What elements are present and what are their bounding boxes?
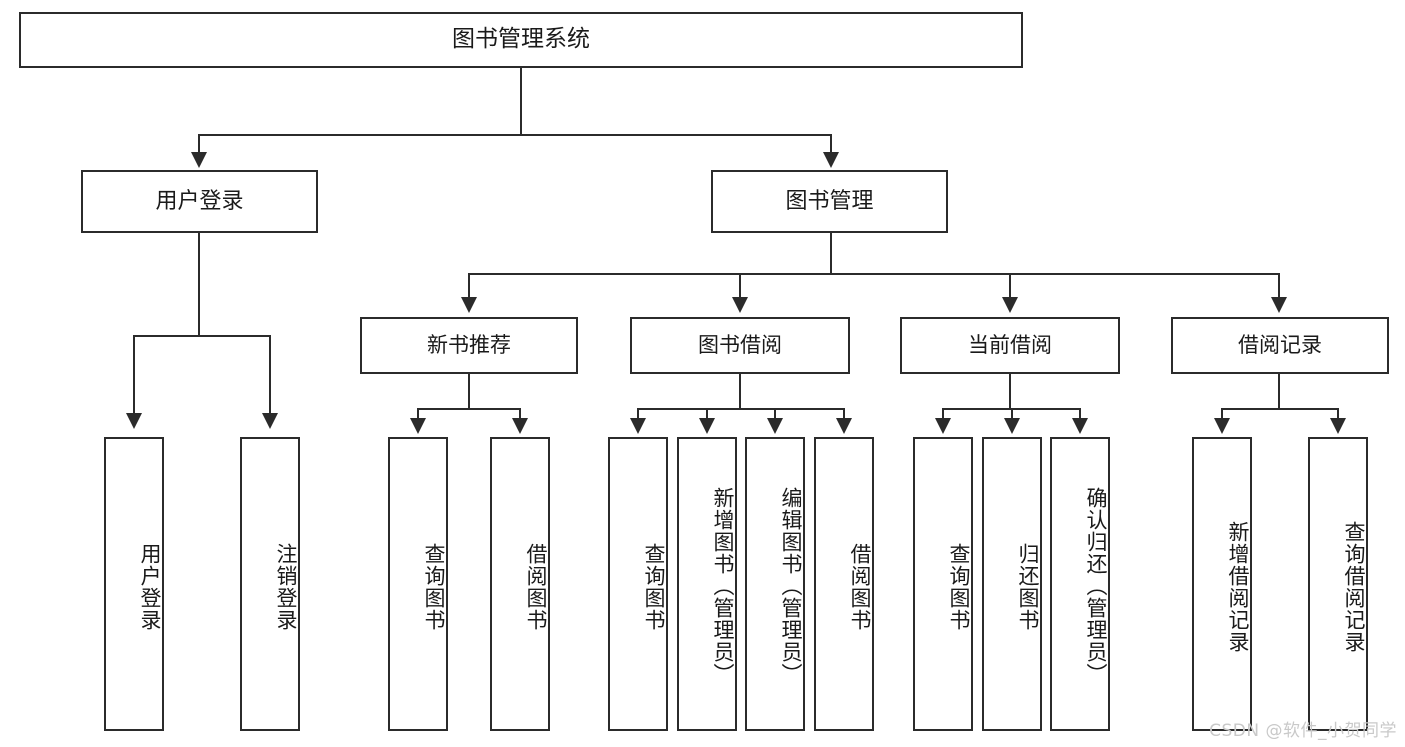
arrowhead-book-borrow-leaf-4	[836, 418, 852, 434]
arrowhead-bm-current-borrow	[1002, 297, 1018, 313]
node-label: 编辑图书（管理员）	[779, 487, 803, 685]
connector-new-book-leaf-1	[417, 408, 419, 420]
arrowhead-user-login-leaf-2	[262, 413, 278, 429]
leaf-book-borrow-query-book[interactable]: 查询图书	[608, 437, 668, 731]
node-user-login[interactable]: 用户登录	[81, 170, 318, 233]
node-current-borrow[interactable]: 当前借阅	[900, 317, 1120, 374]
node-new-book-recommend[interactable]: 新书推荐	[360, 317, 578, 374]
connector-user-login-bus	[133, 335, 271, 337]
connector-book-borrow-leaf-2	[706, 408, 708, 420]
connector-book-borrow-leaf-4	[843, 408, 845, 420]
arrowhead-bm-new-book	[461, 297, 477, 313]
connector-root-stem	[520, 68, 522, 134]
node-label: 新书推荐	[427, 333, 511, 358]
node-label: 借阅记录	[1238, 333, 1322, 358]
connector-current-borrow-leaf-1	[942, 408, 944, 420]
arrowhead-book-borrow-leaf-1	[630, 418, 646, 434]
connector-bm-to-current-borrow	[1009, 273, 1011, 299]
arrowhead-root-to-user-login	[191, 152, 207, 168]
node-label: 新增借阅记录	[1226, 521, 1250, 653]
leaf-current-borrow-query-book[interactable]: 查询图书	[913, 437, 973, 731]
leaf-book-borrow-edit-book-admin[interactable]: 编辑图书（管理员）	[745, 437, 805, 731]
arrowhead-book-borrow-leaf-2	[699, 418, 715, 434]
arrowhead-borrow-record-leaf-2	[1330, 418, 1346, 434]
connector-root-to-user-login	[198, 134, 200, 156]
connector-book-borrow-leaf-3	[774, 408, 776, 420]
connector-current-borrow-leaf-3	[1079, 408, 1081, 420]
node-label: 归还图书	[1016, 543, 1040, 631]
leaf-user-login-logout[interactable]: 注销登录	[240, 437, 300, 731]
leaf-current-borrow-confirm-return-admin[interactable]: 确认归还（管理员）	[1050, 437, 1110, 731]
connector-root-to-book-management	[830, 134, 832, 156]
connector-book-borrow-stem	[739, 374, 741, 408]
connector-borrow-record-leaf-1	[1221, 408, 1223, 420]
arrowhead-current-borrow-leaf-3	[1072, 418, 1088, 434]
node-label: 图书管理	[785, 188, 874, 214]
connector-bm-to-new-book	[468, 273, 470, 299]
leaf-book-borrow-add-book-admin[interactable]: 新增图书（管理员）	[677, 437, 737, 731]
connector-user-login-to-leaf-2	[269, 335, 271, 415]
node-book-management[interactable]: 图书管理	[711, 170, 948, 233]
leaf-book-borrow-borrow-book[interactable]: 借阅图书	[814, 437, 874, 731]
node-label: 查询借阅记录	[1342, 521, 1366, 653]
connector-current-borrow-stem	[1009, 374, 1011, 408]
node-label: 用户登录	[155, 188, 244, 214]
node-label: 图书管理系统	[452, 26, 590, 53]
node-label: 用户登录	[138, 543, 162, 631]
connector-root-bus	[198, 134, 832, 136]
node-label: 图书借阅	[698, 333, 782, 358]
node-label: 查询图书	[422, 543, 446, 631]
leaf-new-book-query-book[interactable]: 查询图书	[388, 437, 448, 731]
node-root-book-management-system[interactable]: 图书管理系统	[19, 12, 1023, 68]
connector-borrow-record-stem	[1278, 374, 1280, 408]
arrowhead-borrow-record-leaf-1	[1214, 418, 1230, 434]
leaf-borrow-record-add-record[interactable]: 新增借阅记录	[1192, 437, 1252, 731]
connector-current-borrow-leaf-2	[1011, 408, 1013, 420]
connector-new-book-stem	[468, 374, 470, 408]
connector-bm-to-book-borrow	[739, 273, 741, 299]
node-label: 当前借阅	[968, 333, 1052, 358]
node-book-borrow[interactable]: 图书借阅	[630, 317, 850, 374]
connector-book-borrow-leaf-1	[637, 408, 639, 420]
arrowhead-book-borrow-leaf-3	[767, 418, 783, 434]
leaf-new-book-borrow-book[interactable]: 借阅图书	[490, 437, 550, 731]
connector-book-management-bus	[468, 273, 1280, 275]
arrowhead-current-borrow-leaf-2	[1004, 418, 1020, 434]
arrowhead-user-login-leaf-1	[126, 413, 142, 429]
arrowhead-new-book-leaf-1	[410, 418, 426, 434]
leaf-borrow-record-query-record[interactable]: 查询借阅记录	[1308, 437, 1368, 731]
arrowhead-root-to-book-management	[823, 152, 839, 168]
node-label: 确认归还（管理员）	[1084, 487, 1108, 685]
node-label: 借阅图书	[848, 543, 872, 631]
node-label: 查询图书	[947, 543, 971, 631]
leaf-user-login-login[interactable]: 用户登录	[104, 437, 164, 731]
arrowhead-new-book-leaf-2	[512, 418, 528, 434]
arrowhead-current-borrow-leaf-1	[935, 418, 951, 434]
connector-borrow-record-leaf-2	[1337, 408, 1339, 420]
arrowhead-bm-borrow-record	[1271, 297, 1287, 313]
node-label: 借阅图书	[524, 543, 548, 631]
connector-borrow-record-bus	[1221, 408, 1339, 410]
connector-bm-to-borrow-record	[1278, 273, 1280, 299]
connector-user-login-to-leaf-1	[133, 335, 135, 415]
connector-new-book-leaf-2	[519, 408, 521, 420]
node-label: 注销登录	[274, 543, 298, 631]
connector-book-borrow-bus	[637, 408, 845, 410]
leaf-current-borrow-return-book[interactable]: 归还图书	[982, 437, 1042, 731]
node-label: 新增图书（管理员）	[711, 487, 735, 685]
node-borrow-record[interactable]: 借阅记录	[1171, 317, 1389, 374]
connector-new-book-bus	[417, 408, 521, 410]
connector-user-login-stem	[198, 233, 200, 335]
connector-book-management-stem	[830, 233, 832, 273]
node-label: 查询图书	[642, 543, 666, 631]
arrowhead-bm-book-borrow	[732, 297, 748, 313]
